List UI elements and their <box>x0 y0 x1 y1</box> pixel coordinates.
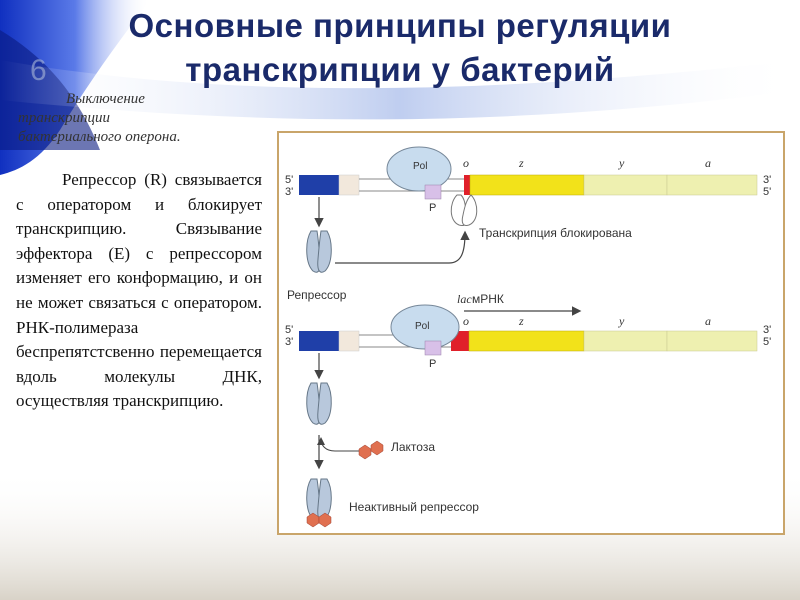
mrna-label-rest: мРНК <box>472 292 504 306</box>
y-label-bottom: y <box>618 314 625 328</box>
body-paragraph: Репрессор (R) связывается с оператором и… <box>16 168 262 414</box>
bound-lactose-2 <box>318 512 332 528</box>
strand-3-bottom-label: 3' <box>285 336 293 348</box>
promoter-region-bottom <box>299 331 339 351</box>
arrow-lactose <box>317 437 361 452</box>
promoter-p-top <box>424 184 442 200</box>
dna-segment-top <box>338 174 360 196</box>
gene-y-top <box>583 174 668 196</box>
repressor-label: Репрессор <box>287 288 347 302</box>
page-title: Основные принципы регуляции транскрипции… <box>40 4 760 92</box>
strand-5-top-label: 5' <box>285 174 293 186</box>
pol-label-bottom: Pol <box>415 321 429 332</box>
bottom-panel: lac мРНК 5' 3' 3' 5' Pol P o z y a <box>285 292 771 528</box>
lactose-ring-1 <box>358 444 372 460</box>
p-label-top: P <box>429 202 436 214</box>
gene-z-top <box>469 174 585 196</box>
operator-top <box>464 175 470 195</box>
strand-3-top-label: 3' <box>285 186 293 198</box>
promoter-region-top <box>299 175 339 195</box>
p-label-bottom: P <box>429 358 436 370</box>
caption-line-3: бактериального оперона. <box>18 129 181 145</box>
caption-line-1: Выключение <box>66 91 145 107</box>
inactive-repressor-label: Неактивный репрессор <box>349 500 479 514</box>
operon-diagram: 5' 3' 3' 5' Pol P o z y a Репре <box>277 131 785 535</box>
lactose-label: Лактоза <box>391 440 435 454</box>
lactose-ring-2 <box>370 440 384 456</box>
decor-digit: 6 <box>30 54 47 87</box>
gene-a-bottom <box>666 330 758 352</box>
body-paragraph-text: Репрессор (R) связывается с оператором и… <box>16 170 262 411</box>
operon-diagram-svg: 5' 3' 3' 5' Pol P o z y a Репре <box>285 146 771 528</box>
mrna-label-italic: lac <box>457 292 472 306</box>
swoosh-light <box>0 60 800 120</box>
repressor-bound-right <box>461 194 478 226</box>
pol-label-top: Pol <box>413 161 427 172</box>
strand-3-top-right-label: 3' <box>763 174 771 186</box>
gene-a-top <box>666 174 758 196</box>
lactose-molecule <box>358 440 384 460</box>
strand-5-top-right-label: 5' <box>763 186 771 198</box>
gene-z-bottom <box>468 330 585 352</box>
strand-3-bottom-right-label: 3' <box>763 324 771 336</box>
a-label-bottom: a <box>705 314 711 328</box>
o-label-bottom: o <box>463 314 469 328</box>
title-line-2: транскрипции у бактерий <box>185 51 615 88</box>
rna-polymerase-top <box>386 146 452 192</box>
figure-caption: Выключение транскрипции бактериального о… <box>18 90 263 147</box>
arrow-repressor-to-operator <box>335 230 470 264</box>
title-line-1: Основные принципы регуляции <box>128 7 672 44</box>
z-label-bottom: z <box>518 314 524 328</box>
dna-segment-bottom <box>338 330 360 352</box>
o-label-top: o <box>463 156 469 170</box>
blocked-label: Транскрипция блокирована <box>479 226 632 240</box>
caption-line-2: транскрипции <box>18 110 110 126</box>
repressor-free-right <box>317 230 332 273</box>
repressor-middle-right <box>317 382 332 425</box>
gene-y-bottom <box>583 330 668 352</box>
a-label-top: a <box>705 156 711 170</box>
top-panel: 5' 3' 3' 5' Pol P o z y a Репре <box>285 146 771 302</box>
strand-5-bottom-right-label: 5' <box>763 336 771 348</box>
y-label-top: y <box>618 156 625 170</box>
promoter-p-bottom <box>424 340 442 356</box>
z-label-top: z <box>518 156 524 170</box>
strand-5-bottom-label: 5' <box>285 324 293 336</box>
